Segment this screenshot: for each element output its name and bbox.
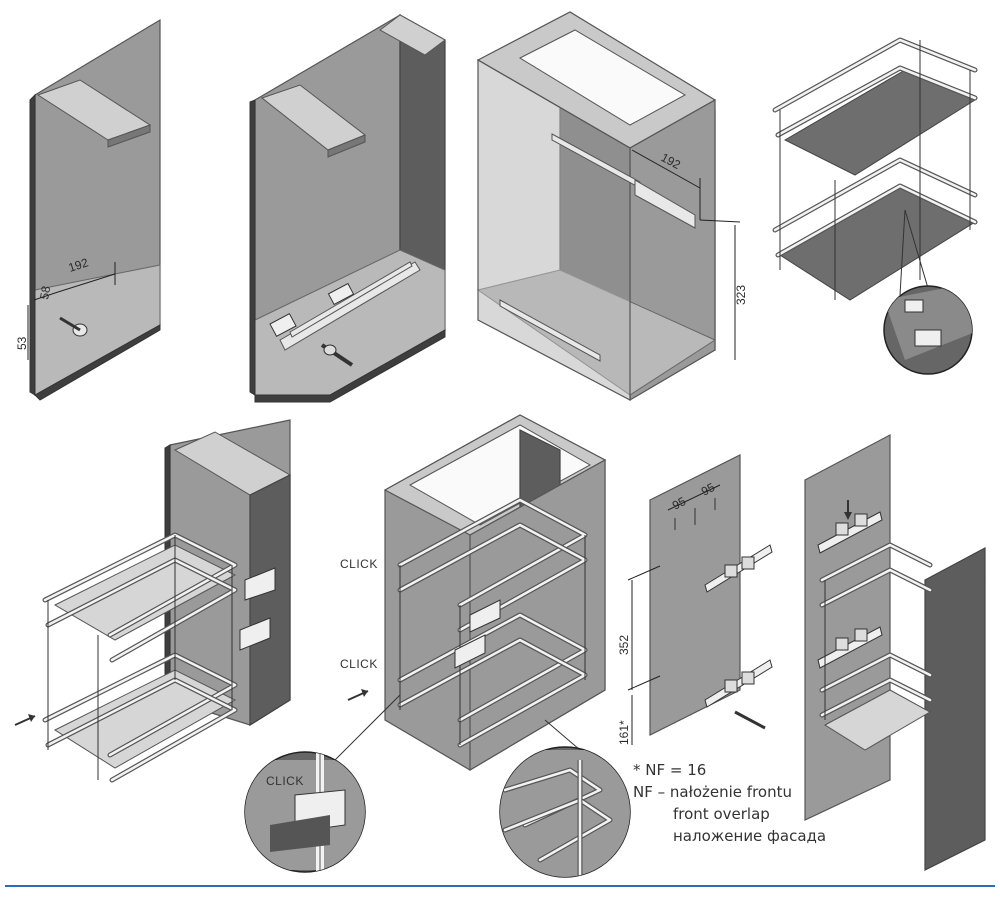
step1-dim-192: 192 [67,255,91,275]
step7-dim-352: 352 [617,635,631,655]
click-label-lower: CLICK [340,657,378,671]
detail-circle-click: CLICK [244,751,366,873]
step6-cabinet: CLICK CLICK [329,414,607,772]
push-arrow-icon [347,689,369,701]
click-label-detail: CLICK [266,774,304,788]
step4-basket [772,37,978,301]
step7-dim-161: 161* [617,720,631,745]
step8-front-with-basket [804,434,986,871]
step2-cabinet [249,13,446,403]
click-label-upper: CLICK [340,557,378,571]
step1-side-panel: 192 58 53 [15,18,161,401]
step7-dim-95-right: 95 [699,480,718,499]
legend-line-4: наложение фасада [673,827,826,845]
step7-front-panel: 95 95 352 161* [617,454,773,745]
step7-dim-95-left: 95 [670,494,689,513]
push-arrow-icon [14,714,36,726]
legend-line-1: * NF = 16 [633,761,706,779]
step1-dim-58: 58 [37,285,53,301]
down-arrow-icon [844,500,852,520]
legend: * NF = 16 NF – nałożenie frontu front ov… [633,761,826,845]
step1-dim-53: 53 [15,336,29,350]
legend-line-2: NF – nałożenie frontu [633,783,792,801]
legend-line-3: front overlap [673,805,770,823]
step3-cabinet: 192 323 [476,11,748,402]
detail-circle-top-right [883,285,973,375]
screw-icon [320,343,354,367]
screw-icon [59,316,88,337]
step3-dim-323: 323 [734,285,748,305]
cam-lock-icon [835,513,868,651]
bracket-icon [269,282,355,338]
cam-lock-icon [724,556,755,693]
step5-cabinet-with-basket [14,419,292,783]
detail-circle-wire [499,746,631,878]
